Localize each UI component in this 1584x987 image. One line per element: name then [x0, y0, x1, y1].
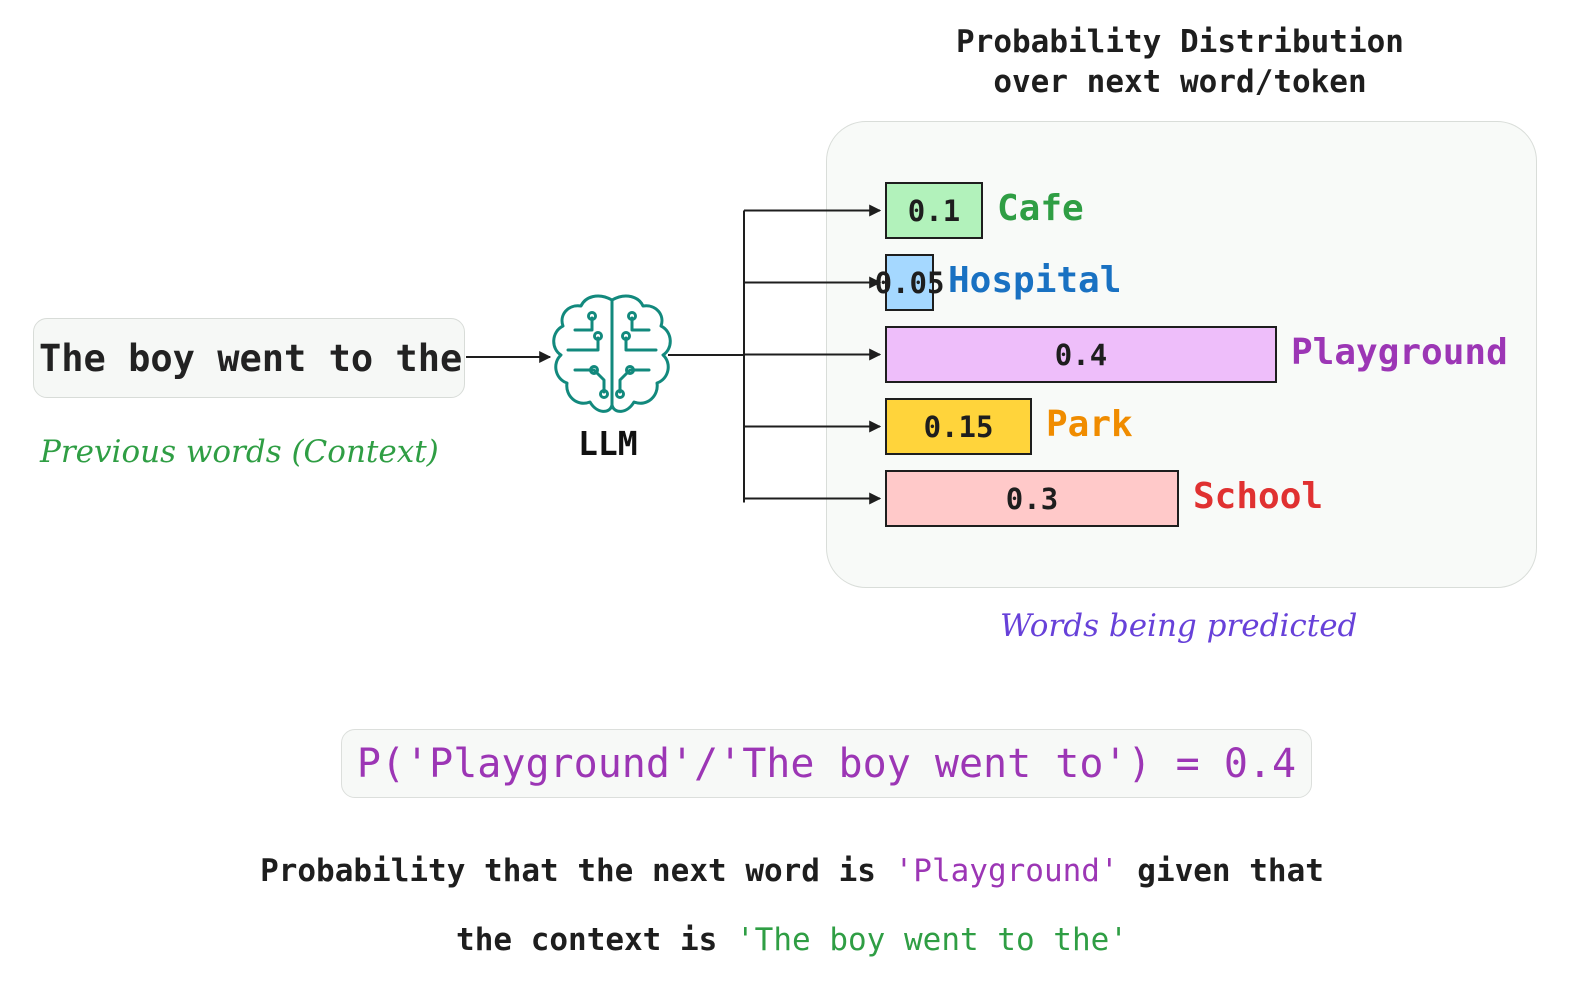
fanout-arrows [668, 204, 882, 505]
bar-school: 0.3 [885, 470, 1179, 527]
bar-value-label: 0.1 [907, 193, 961, 228]
bar-value-label: 0.4 [1054, 337, 1108, 372]
brain-circuit-icon [552, 294, 672, 413]
explanation-word: 'Playground' [894, 853, 1119, 889]
predicted-word-hospital: Hospital [948, 260, 1122, 301]
bar-value-label: 0.15 [923, 409, 994, 444]
explanation-prefix: Probability that the next word is [260, 853, 876, 889]
diagram-title: Probability Distribution over next word/… [956, 24, 1404, 100]
probability-formula: P('Playground'/'The boy went to') = 0.4 [341, 729, 1312, 798]
llm-label: LLM [578, 424, 638, 463]
bar-park: 0.15 [885, 398, 1032, 455]
context-text-box: The boy went to the [33, 318, 465, 398]
predicted-word-cafe: Cafe [997, 188, 1084, 229]
explanation-context: 'The boy went to the' [736, 922, 1128, 958]
bar-cafe: 0.1 [885, 182, 983, 239]
explanation-line-2: the context is 'The boy went to the' [0, 922, 1584, 958]
bar-playground: 0.4 [885, 326, 1277, 383]
predicted-words-caption: Words being predicted [1000, 608, 1358, 644]
predicted-word-school: School [1193, 476, 1324, 517]
explanation-suffix: given that [1137, 853, 1324, 889]
bar-value-label: 0.05 [874, 265, 945, 300]
bar-value-label: 0.3 [1005, 481, 1059, 516]
explanation-line-1: Probability that the next word is 'Playg… [0, 853, 1584, 889]
context-caption: Previous words (Context) [40, 434, 439, 470]
predicted-word-playground: Playground [1291, 332, 1508, 373]
bar-hospital: 0.05 [875, 254, 944, 311]
explanation-context-prefix: the context is [456, 922, 718, 958]
predicted-word-park: Park [1046, 404, 1133, 445]
